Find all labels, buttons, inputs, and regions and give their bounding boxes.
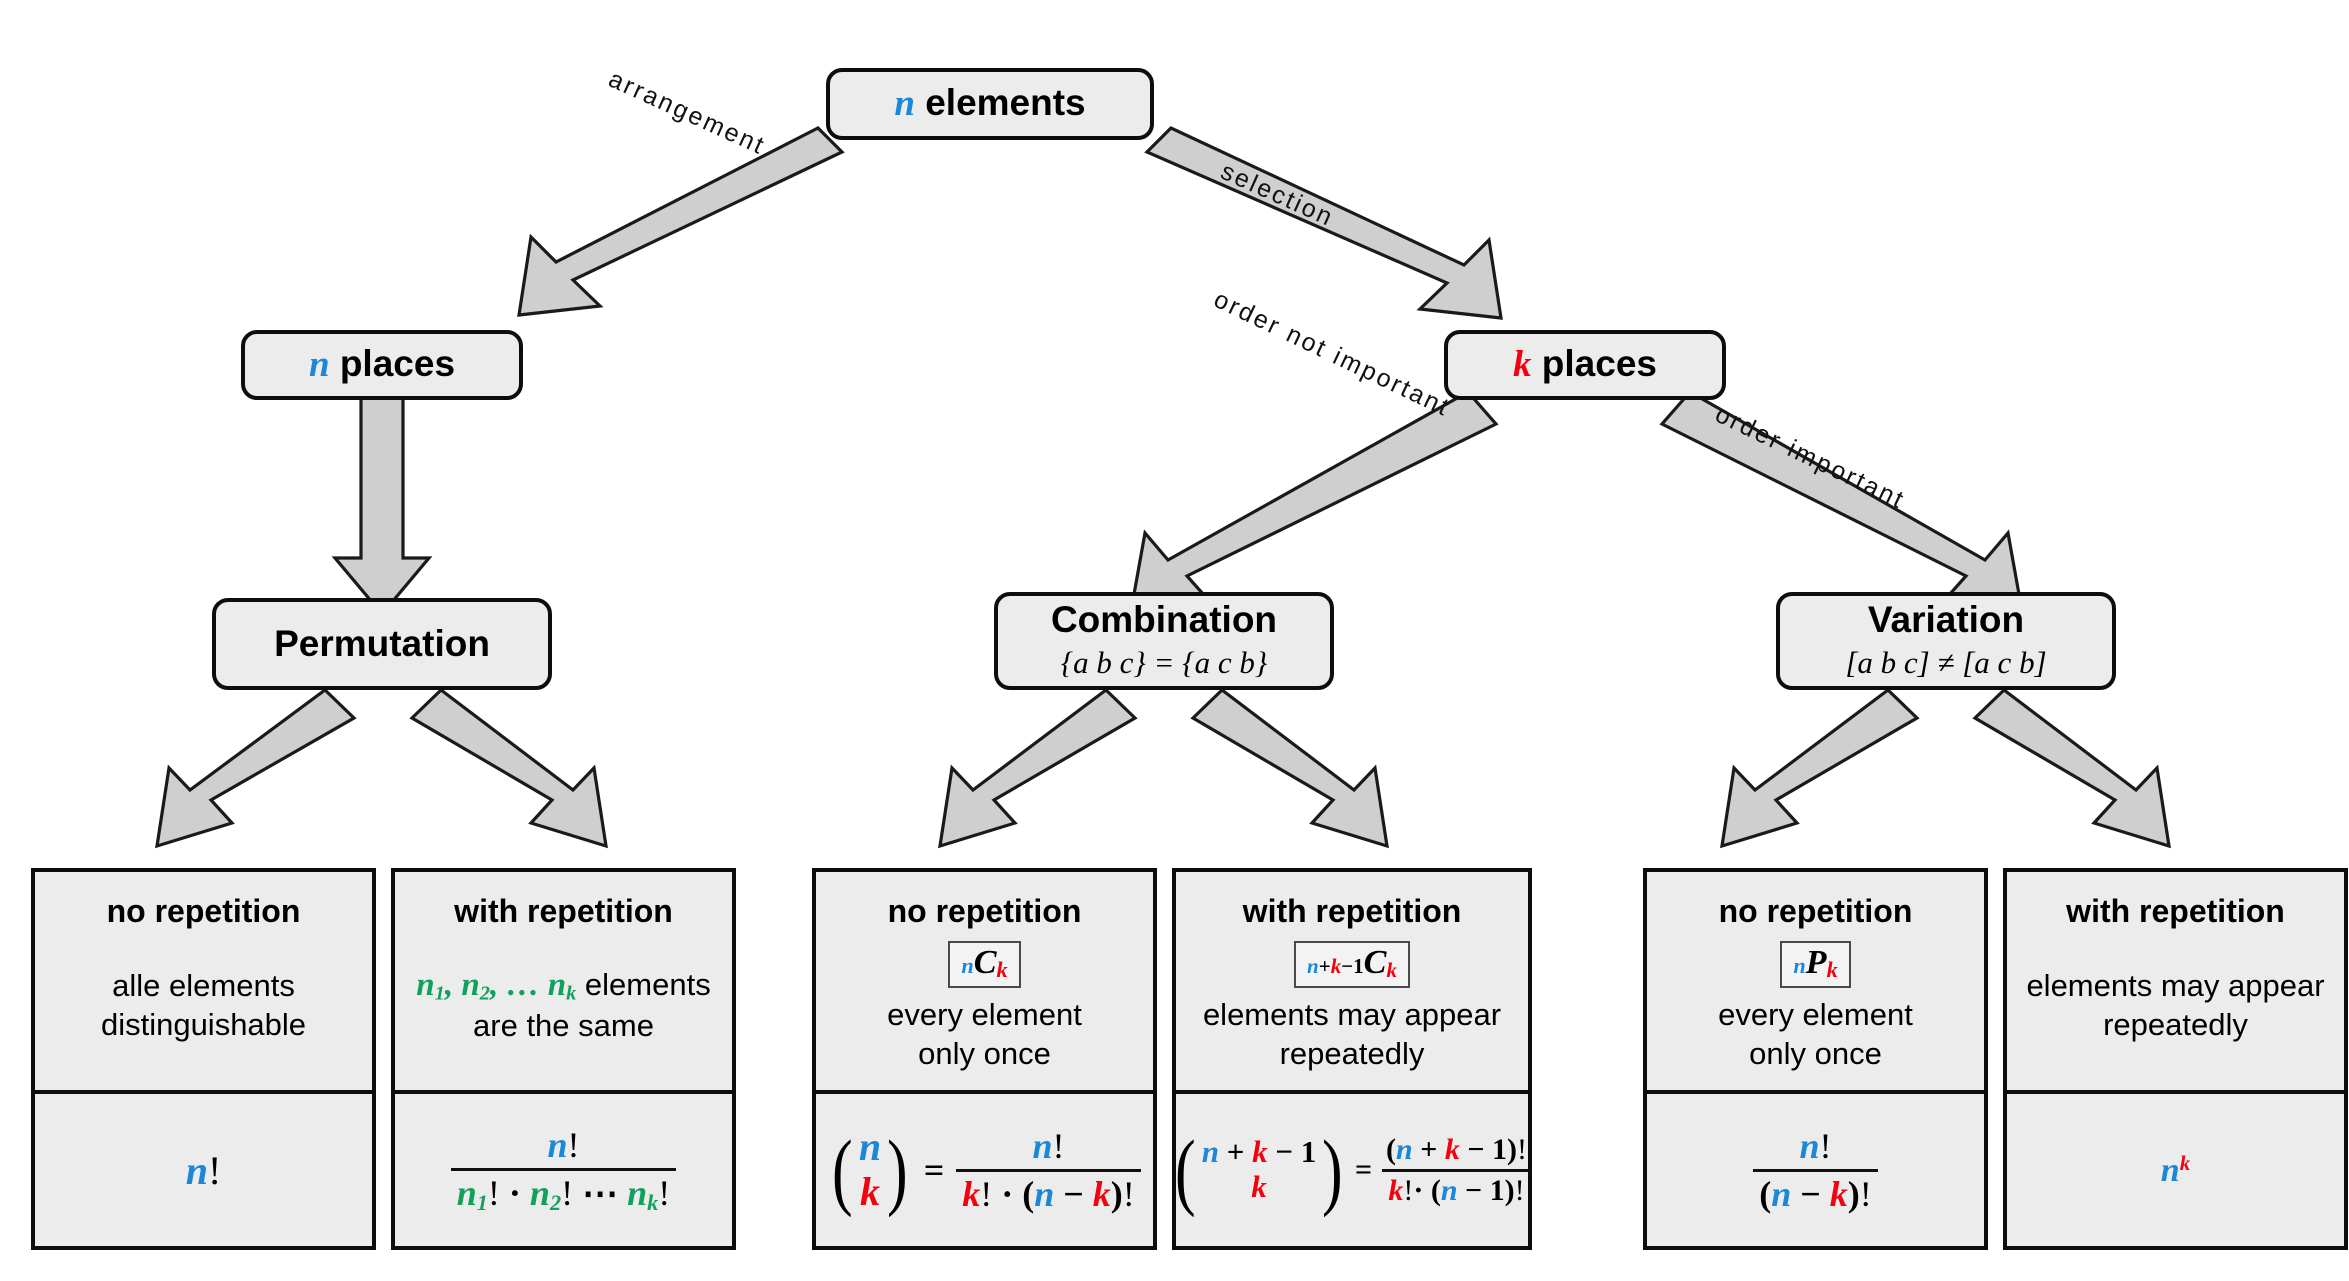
desc-line-1: elements may appear xyxy=(1202,997,1502,1033)
leaf-description: elements may appear repeatedly xyxy=(1195,988,1509,1082)
node-n-elements-label: n elements xyxy=(894,82,1086,125)
node-k-places-text: places xyxy=(1541,343,1657,385)
node-n-places[interactable]: n places xyxy=(241,330,523,400)
leaf-upper: no repetition nPk every element only onc… xyxy=(1647,872,1984,1090)
leaf-upper: with repetition n1, n2, … nk elements ar… xyxy=(395,872,732,1090)
variable-k: k xyxy=(1513,344,1532,386)
node-combination-title: Combination xyxy=(1050,598,1278,640)
arrow-variation-with-repetition xyxy=(1972,687,2171,849)
leaf-upper: with repetition n+k−1Ck elements may app… xyxy=(1176,872,1528,1090)
desc-line-2: repeatedly xyxy=(2103,1006,2248,1042)
leaf-notation-nCk: nCk xyxy=(948,941,1021,989)
leaf-variation-with-repetition[interactable]: with repetition elements may appear repe… xyxy=(2003,868,2348,1250)
leaf-header: no repetition xyxy=(106,893,301,929)
leaf-upper: no repetition nCk every element only onc… xyxy=(816,872,1153,1090)
desc-line-1: elements xyxy=(584,967,711,1003)
node-n-places-label: n places xyxy=(308,343,456,386)
node-n-elements-text: elements xyxy=(925,82,1086,124)
arrow-order-not-important xyxy=(1129,389,1499,613)
leaf-description: elements may appear repeatedly xyxy=(2018,929,2332,1082)
leaf-formula: n! n1! · n2! ⋯ nk! xyxy=(395,1090,732,1246)
leaf-description: n1, n2, … nk elements are the same xyxy=(408,929,718,1082)
leaf-notation-npkm1Ck: n+k−1Ck xyxy=(1294,941,1410,988)
desc-line-2: only once xyxy=(918,1036,1051,1072)
variable-n: n xyxy=(308,344,330,386)
arrow-selection xyxy=(1144,126,1503,320)
node-permutation[interactable]: Permutation xyxy=(212,598,552,690)
leaf-upper: with repetition elements may appear repe… xyxy=(2007,872,2344,1090)
desc-line-1: every element xyxy=(1718,997,1913,1033)
leaf-permutation-no-repetition[interactable]: no repetition alle elements distinguisha… xyxy=(31,868,376,1250)
leaf-description: every element only once xyxy=(1710,988,1921,1082)
leaf-header: with repetition xyxy=(454,893,673,929)
desc-line-2: are the same xyxy=(473,1008,654,1044)
node-variation-subtitle: [a b c] ≠ [a c b] xyxy=(1845,644,2047,680)
desc-line-2: only once xyxy=(1749,1036,1882,1072)
desc-line-1: every element xyxy=(887,997,1082,1033)
arrow-combination-with-repetition xyxy=(1190,687,1389,849)
node-variation[interactable]: Variation [a b c] ≠ [a c b] xyxy=(1776,592,2116,690)
leaf-description: alle elements distinguishable xyxy=(93,929,314,1082)
desc-line-1: alle elements xyxy=(112,967,295,1003)
desc-vars: n1, n2, … nk xyxy=(416,967,577,1005)
leaf-variation-no-repetition[interactable]: no repetition nPk every element only onc… xyxy=(1643,868,1988,1250)
variable-n: n xyxy=(894,83,915,125)
node-combination-subtitle: {a b c} = {a c b} xyxy=(1060,644,1268,680)
arrow-arrangement xyxy=(517,126,845,317)
leaf-header: no repetition xyxy=(1718,893,1913,929)
leaf-formula: n! (n − k)! xyxy=(1647,1090,1984,1246)
desc-line-1: elements may appear xyxy=(2026,967,2325,1003)
leaf-upper: no repetition alle elements distinguisha… xyxy=(35,872,372,1090)
arrow-variation-no-repetition xyxy=(1720,687,1920,849)
leaf-formula: n! xyxy=(35,1090,372,1246)
leaf-header: with repetition xyxy=(2066,893,2285,929)
node-n-places-text: places xyxy=(339,343,456,385)
leaf-permutation-with-repetition[interactable]: with repetition n1, n2, … nk elements ar… xyxy=(391,868,736,1250)
leaf-description: every element only once xyxy=(879,988,1090,1082)
node-k-places-label: k places xyxy=(1513,343,1657,386)
desc-line-2: distinguishable xyxy=(100,1006,307,1042)
leaf-combination-with-repetition[interactable]: with repetition n+k−1Ck elements may app… xyxy=(1172,868,1532,1250)
node-combination[interactable]: Combination {a b c} = {a c b} xyxy=(994,592,1334,690)
leaf-header: no repetition xyxy=(887,893,1082,929)
node-k-places[interactable]: k places xyxy=(1444,330,1726,400)
arrow-combination-no-repetition xyxy=(938,687,1138,849)
arrow-permutation-no-repetition xyxy=(155,687,357,849)
leaf-formula: ( n + k − 1 k ) = (n + k − 1)! k!· (n − … xyxy=(1175,1090,1531,1246)
arrow-permutation-with-repetition xyxy=(409,687,608,849)
node-n-elements[interactable]: n elements xyxy=(826,68,1154,140)
node-variation-title: Variation xyxy=(1867,598,2025,640)
node-permutation-title: Permutation xyxy=(274,622,490,664)
desc-line-2: repeatedly xyxy=(1279,1035,1425,1071)
leaf-combination-no-repetition[interactable]: no repetition nCk every element only onc… xyxy=(812,868,1157,1250)
arrow-n-places-to-permutation xyxy=(331,382,433,617)
leaf-header: with repetition xyxy=(1242,893,1462,929)
leaf-formula: nk xyxy=(2007,1090,2344,1246)
leaf-notation-nPk: nPk xyxy=(1780,941,1851,989)
